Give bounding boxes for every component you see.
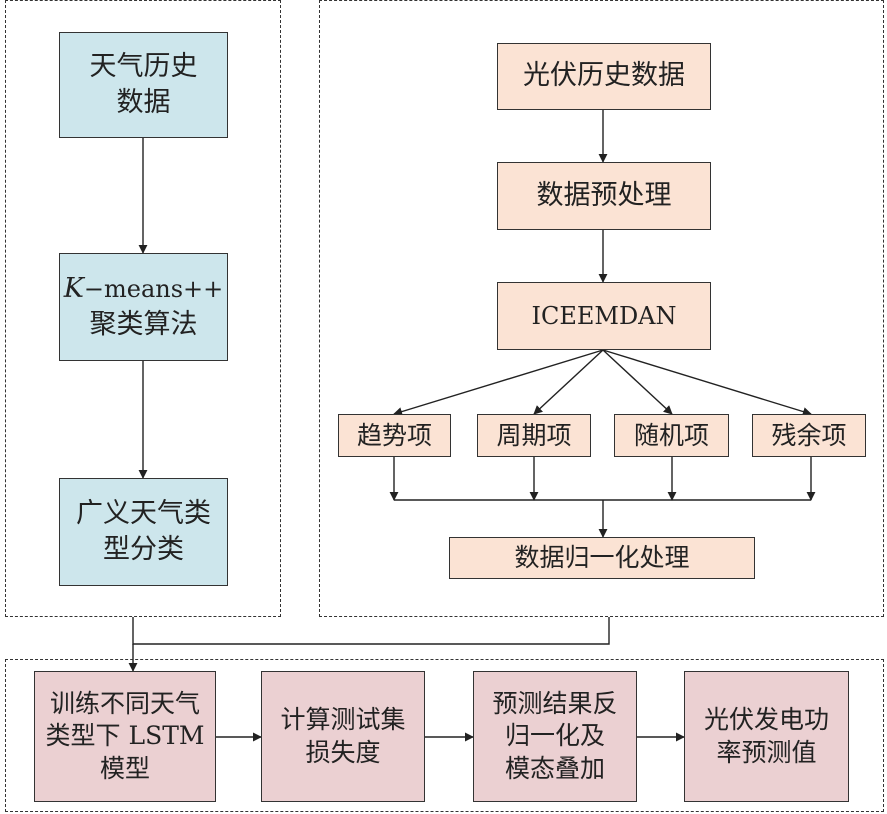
normalize-node: 数据归一化处理: [449, 537, 755, 579]
lstm-line2: 类型下 LSTM: [45, 721, 205, 751]
denorm-line1: 预测结果反: [492, 688, 618, 718]
weather-clustering-group: [5, 0, 281, 617]
result-node: 光伏发电功 率预测值: [684, 671, 849, 802]
iceemdan-label: ICEEMDAN: [531, 301, 677, 330]
denorm-line2: 归一化及: [504, 721, 605, 751]
residual-label: 残余项: [771, 420, 847, 450]
loss-node: 计算测试集 损失度: [261, 671, 425, 802]
preprocess-label: 数据预处理: [536, 179, 672, 211]
arrow-iceemdan-to-trend: [393, 349, 604, 416]
kmeans-k: K: [63, 272, 84, 304]
weather-history-line1: 天气历史: [89, 50, 198, 82]
residual-node: 残余项: [752, 414, 866, 457]
result-line1: 光伏发电功: [703, 705, 829, 734]
pv-history-node: 光伏历史数据: [497, 43, 711, 110]
denorm-node: 预测结果反 归一化及 模态叠加: [473, 671, 637, 802]
arrow-iceemdan-to-random: [602, 349, 673, 415]
period-node: 周期项: [477, 414, 591, 457]
preprocess-node: 数据预处理: [497, 162, 711, 230]
arrow-iceemdan-to-residual: [602, 349, 812, 416]
lstm-line3: 模型: [99, 753, 150, 783]
iceemdan-node: ICEEMDAN: [497, 282, 711, 350]
loss-line2: 损失度: [305, 737, 381, 767]
kmeans-line1: K−means++: [64, 271, 224, 307]
loss-line1: 计算测试集: [280, 705, 406, 734]
weather-types-line2: 型分类: [103, 534, 184, 565]
pv-decomposition-group: [319, 0, 884, 617]
weather-types-line1: 广义天气类: [76, 497, 211, 529]
kmeans-line2: 聚类算法: [89, 309, 198, 340]
random-label: 随机项: [633, 420, 709, 450]
trend-label: 趋势项: [356, 420, 432, 450]
period-label: 周期项: [496, 420, 572, 450]
connector-groups-to-bottom: [132, 617, 610, 645]
result-line2: 率预测值: [716, 737, 817, 767]
weather-history-line2: 数据: [116, 87, 171, 118]
arrow-iceemdan-to-period: [533, 349, 604, 415]
pv-history-label: 光伏历史数据: [523, 60, 685, 92]
lstm-line1: 训练不同天气: [49, 688, 200, 718]
kmeans-suffix: −means++: [83, 274, 224, 303]
prediction-group: [5, 659, 884, 812]
weather-types-node: 广义天气类 型分类: [59, 478, 228, 586]
kmeans-node: K−means++ 聚类算法: [59, 253, 228, 361]
denorm-line3: 模态叠加: [504, 753, 605, 783]
trend-node: 趋势项: [338, 414, 451, 457]
lstm-node: 训练不同天气 类型下 LSTM 模型: [34, 671, 216, 802]
random-node: 随机项: [614, 414, 729, 457]
normalize-label: 数据归一化处理: [514, 543, 690, 573]
weather-history-node: 天气历史 数据: [59, 32, 228, 138]
